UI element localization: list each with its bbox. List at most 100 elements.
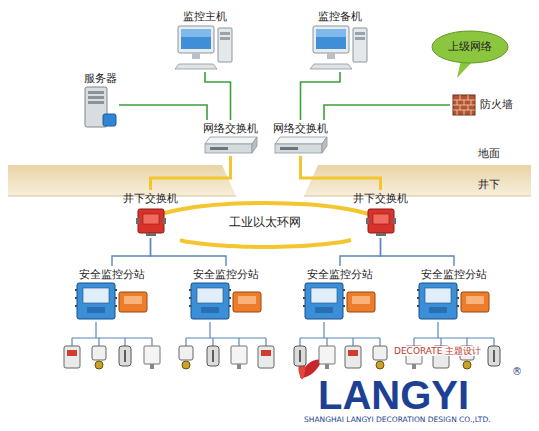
sensor-probe (150, 364, 154, 369)
drive-bay (355, 37, 365, 40)
switch-sensor (488, 346, 500, 366)
device-node: 安全监控分站 (187, 266, 265, 322)
switch-sensor (294, 346, 306, 366)
connector (151, 156, 231, 190)
power-panel (352, 296, 370, 304)
device-node: 安全监控分站 (415, 266, 493, 322)
node-label: 网络交换机 (203, 122, 258, 136)
connector (301, 156, 381, 190)
station-keys (87, 307, 105, 313)
node-label: 安全监控分站 (193, 268, 259, 282)
pc-icon (312, 24, 368, 70)
connector (381, 238, 455, 266)
device-node: 监控主机 (175, 8, 235, 72)
device-node: 安全监控分站 (73, 266, 151, 322)
sensor-probe (95, 361, 103, 369)
brick-joints (453, 95, 475, 115)
node-label: 监控主机 (183, 10, 227, 24)
monitor-frame (313, 26, 349, 53)
sensor-wire (71, 338, 72, 346)
station-display (197, 288, 223, 303)
ground-band (304, 165, 531, 196)
cable-gland (136, 218, 139, 224)
device-node: 防火墙 (450, 92, 515, 118)
cable-gland (146, 233, 156, 236)
sensor-wire (352, 338, 353, 346)
switch-front (205, 144, 252, 153)
drive-bay (220, 32, 230, 35)
gas-sensor (345, 346, 361, 368)
registered-mark: ® (512, 366, 522, 378)
switch-side (252, 137, 257, 153)
sensor-bus (300, 322, 380, 338)
keyboard (310, 64, 352, 69)
temp-sensor (231, 346, 247, 364)
station-keys (315, 307, 333, 313)
station-box (77, 283, 115, 319)
sensor-wire (466, 338, 467, 346)
sensor-probe (325, 364, 329, 369)
node-label: 井下交换机 (123, 192, 178, 206)
sensor-bus (414, 322, 494, 338)
switch-sensor (119, 346, 131, 366)
mine-switch-box (368, 209, 394, 233)
sensor-probe (182, 361, 190, 369)
power-box (347, 292, 375, 312)
bubble-body (432, 31, 508, 63)
network-cloud: 上级网络 (431, 30, 509, 64)
sensor-wire (299, 338, 300, 346)
mine-icon (136, 206, 166, 236)
mine-switch-panel (373, 214, 389, 224)
st-icon (75, 282, 149, 320)
server-bay (88, 91, 104, 94)
station-keys (429, 307, 447, 313)
sensor-mark (493, 350, 495, 362)
sensor-group (294, 322, 387, 369)
sensor-wire (212, 338, 213, 346)
node-label: 上级网络 (448, 40, 492, 54)
watermark-logo: LANGYI (318, 372, 469, 418)
sensor-mark (212, 350, 214, 362)
monitor-screen (316, 29, 346, 49)
pc-tower (353, 28, 367, 62)
connector (112, 238, 151, 266)
sensor-mark (124, 350, 126, 362)
cable-gland (393, 218, 396, 224)
monitor-screen (181, 29, 211, 49)
connector (340, 238, 381, 266)
gas-sensor (258, 346, 274, 368)
sensor-wire (98, 338, 99, 346)
temp-sensor (319, 346, 335, 364)
monitor-frame (178, 26, 214, 53)
monitor-stand (192, 53, 200, 59)
drive-bay (355, 32, 365, 35)
sensor-probe (463, 361, 471, 369)
device-node: 网络交换机 (201, 120, 260, 156)
storage-disk (103, 114, 116, 126)
keyboard (175, 64, 217, 69)
ground-band (8, 165, 236, 196)
device-node: 井下交换机 (351, 190, 410, 238)
sensor-mark (299, 350, 301, 362)
sensor-group (64, 322, 160, 369)
station-display (311, 288, 337, 303)
switch-side (322, 137, 327, 153)
ground-line (8, 196, 236, 197)
watermark-text: DECORATE 主题设计 (394, 346, 481, 356)
ring-label: 工业以太环网 (229, 216, 301, 230)
firewall-wall (453, 95, 475, 115)
connector (119, 105, 207, 120)
station-box (305, 283, 343, 319)
sensor-wire (379, 338, 380, 346)
server-icon (83, 86, 117, 130)
sensor-bus (72, 322, 152, 338)
cable-gland (163, 218, 166, 224)
sensor-wire (238, 338, 239, 346)
power-panel (466, 296, 484, 304)
st-icon (417, 282, 491, 320)
power-panel (124, 296, 142, 304)
station-glands (417, 290, 459, 306)
node-label: 安全监控分站 (79, 268, 145, 282)
sensor-head (92, 346, 106, 360)
server-bay (88, 96, 104, 99)
